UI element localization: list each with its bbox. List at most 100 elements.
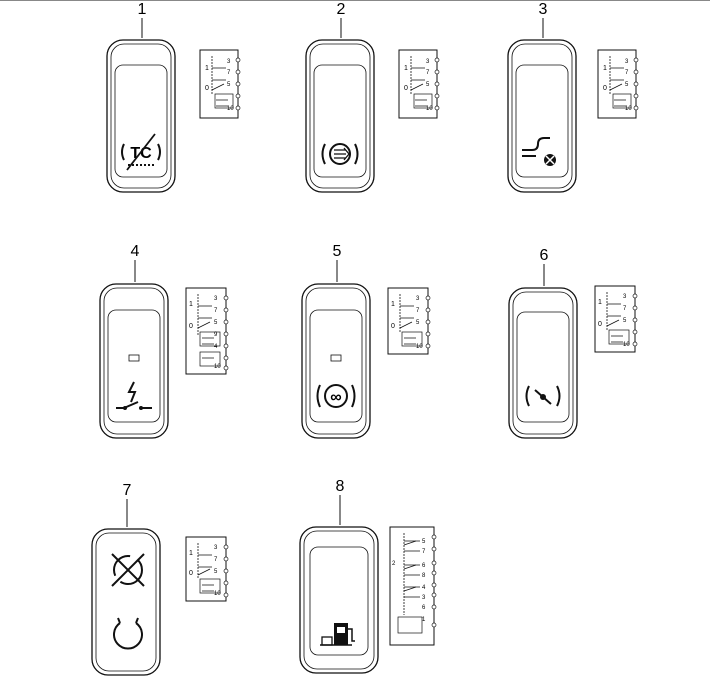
- traction-control-off-icon: TC: [121, 133, 161, 171]
- wiring-schematic: 1 0 3 7 5 10: [597, 49, 639, 119]
- svg-text:7: 7: [214, 557, 218, 563]
- switch-8-drawing: 8 5 7 6 8 4 3 6 1 2: [299, 478, 437, 674]
- svg-text:7: 7: [623, 306, 627, 312]
- trailer-hitch-off-icon: [522, 137, 556, 166]
- switch-2: 2 1 0 3 7 5 10: [294, 0, 494, 220]
- fuel-pump-icon: [320, 623, 355, 646]
- brake-oil-icon: [321, 143, 359, 165]
- wiring-schematic: 1 0 3 7 5 10: [185, 536, 229, 602]
- svg-text:5: 5: [227, 82, 231, 88]
- svg-text:1: 1: [189, 550, 193, 557]
- svg-text:7: 7: [625, 70, 629, 76]
- wiring-schematic: 1 0 3 7 5 10: [594, 285, 638, 353]
- svg-text:1: 1: [422, 617, 426, 623]
- svg-text:1: 1: [189, 301, 193, 308]
- svg-text:2: 2: [392, 561, 396, 567]
- electrical-switch-icon: [116, 381, 152, 410]
- rocker-body: [508, 287, 578, 439]
- svg-text:3: 3: [623, 294, 627, 300]
- svg-text:1: 1: [391, 301, 395, 308]
- svg-text:8: 8: [422, 573, 426, 579]
- callout-number: 5: [333, 243, 342, 260]
- switch-7: 7 1 0 3 7 5 10: [82, 475, 282, 695]
- top-border-line: [0, 0, 710, 1]
- svg-text:5: 5: [623, 318, 627, 324]
- svg-text:TC: TC: [130, 145, 152, 162]
- svg-text:6: 6: [422, 605, 426, 611]
- rocker-body: [507, 39, 577, 193]
- rotation-toggle-icon: [111, 553, 145, 650]
- switch-3-drawing: 3 1 0 3 7 5 10: [507, 1, 639, 193]
- svg-text:10: 10: [214, 591, 221, 597]
- svg-text:7: 7: [426, 70, 430, 76]
- indicator-lamp: [330, 354, 342, 362]
- switch-6: 6 1 0 3 7 5 10: [497, 240, 697, 460]
- svg-text:3: 3: [227, 59, 231, 65]
- differential-lock-icon: ∞: [316, 384, 356, 408]
- svg-text:3: 3: [426, 59, 430, 65]
- switch-2-drawing: 2 1 0 3 7 5 10: [305, 1, 440, 193]
- callout-number: 2: [337, 1, 346, 18]
- svg-text:5: 5: [426, 82, 430, 88]
- svg-text:3: 3: [416, 296, 420, 302]
- switch-7-drawing: 7 1 0 3 7 5 10: [91, 482, 229, 676]
- switch-4-drawing: 4 1 0 3 7 5 9 4 10: [99, 243, 229, 439]
- switch-8: 8 5 7 6 8 4 3 6 1 2: [288, 475, 488, 695]
- switch-5: 5 ∞ 1 0 3 7 5 10: [290, 240, 490, 460]
- svg-text:0: 0: [205, 85, 209, 92]
- svg-text:3: 3: [625, 59, 629, 65]
- svg-text:0: 0: [404, 85, 408, 92]
- svg-text:10: 10: [214, 364, 221, 370]
- svg-text:4: 4: [214, 344, 218, 350]
- svg-text:0: 0: [189, 570, 193, 577]
- switch-1: 1 TC 1 0 3 7 5 10: [95, 0, 295, 220]
- switch-1-drawing: 1 TC 1 0 3 7 5 10: [106, 1, 241, 193]
- switch-3: 3 1 0 3 7 5 10: [496, 0, 696, 220]
- switch-6-drawing: 6 1 0 3 7 5 10: [508, 247, 638, 439]
- wiring-schematic: 1 0 3 7 5 10: [387, 287, 431, 355]
- callout-number: 4: [131, 243, 140, 260]
- svg-text:0: 0: [598, 321, 602, 328]
- svg-text:6: 6: [422, 563, 426, 569]
- svg-text:7: 7: [214, 308, 218, 314]
- svg-text:1: 1: [404, 65, 408, 72]
- svg-text:10: 10: [416, 344, 423, 350]
- callout-number: 8: [336, 478, 345, 495]
- svg-text:3: 3: [214, 545, 218, 551]
- svg-text:5: 5: [625, 82, 629, 88]
- callout-number: 7: [123, 482, 132, 499]
- svg-text:0: 0: [189, 323, 193, 330]
- svg-text:1: 1: [603, 65, 607, 72]
- svg-text:5: 5: [422, 539, 426, 545]
- svg-text:10: 10: [426, 106, 433, 112]
- wiring-schematic: 1 0 3 7 5 10: [398, 49, 440, 119]
- svg-text:10: 10: [623, 342, 630, 348]
- wiring-schematic-extended: 5 7 6 8 4 3 6 1 2: [389, 526, 437, 646]
- svg-text:0: 0: [603, 85, 607, 92]
- svg-text:1: 1: [598, 299, 602, 306]
- svg-text:7: 7: [227, 70, 231, 76]
- switch-4: 4 1 0 3 7 5 9 4 10: [88, 240, 288, 460]
- switch-5-drawing: 5 ∞ 1 0 3 7 5 10: [301, 243, 431, 439]
- rocker-body: [106, 39, 176, 193]
- callout-number: 1: [138, 1, 147, 18]
- rocker-body: [305, 39, 375, 193]
- rocker-body: [299, 526, 379, 674]
- callout-number: 3: [539, 1, 548, 18]
- svg-text:3: 3: [214, 296, 218, 302]
- svg-text:10: 10: [625, 106, 632, 112]
- svg-text:∞: ∞: [330, 389, 341, 406]
- float-position-icon: [525, 385, 561, 407]
- indicator-lamp: [128, 354, 140, 362]
- svg-text:5: 5: [416, 320, 420, 326]
- svg-text:1: 1: [205, 65, 209, 72]
- wiring-schematic: 1 0 3 7 5 10: [199, 49, 241, 119]
- wiring-schematic: 1 0 3 7 5 9 4 10: [185, 287, 229, 375]
- svg-text:5: 5: [214, 320, 218, 326]
- svg-text:3: 3: [422, 595, 426, 601]
- svg-text:0: 0: [391, 323, 395, 330]
- rocker-body: [91, 528, 161, 676]
- svg-text:10: 10: [227, 106, 234, 112]
- svg-text:4: 4: [422, 585, 426, 591]
- svg-text:5: 5: [214, 569, 218, 575]
